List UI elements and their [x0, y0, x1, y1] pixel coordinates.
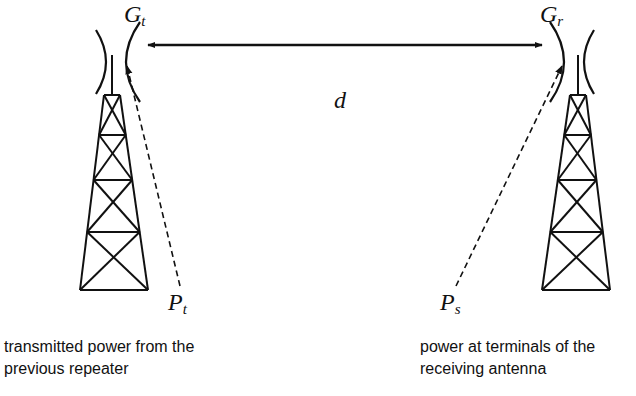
tower-strut — [87, 180, 132, 232]
antenna-mast — [111, 55, 113, 95]
dish-antenna — [584, 30, 594, 94]
tower-strut — [99, 134, 126, 136]
tower-strut — [94, 180, 140, 232]
tower-strut — [558, 135, 591, 180]
distance-symbol: d — [334, 86, 346, 115]
power-symbol: Ps — [440, 288, 461, 318]
tower-strut — [87, 231, 140, 233]
dish-antenna — [550, 22, 564, 102]
tower-strut — [80, 232, 140, 290]
caption-text: transmitted power from the previous repe… — [4, 336, 204, 379]
tower-strut — [586, 95, 610, 290]
tower-strut — [120, 95, 148, 290]
tower-strut — [542, 95, 570, 290]
tower-strut — [550, 231, 603, 233]
power-symbol: Pt — [168, 288, 187, 318]
tower-strut — [570, 95, 591, 135]
tower-strut — [558, 180, 603, 232]
power-arrow — [127, 66, 180, 286]
antenna-mast — [577, 55, 579, 95]
gain-symbol: Gt — [124, 0, 146, 30]
tower-strut — [94, 179, 133, 181]
tower-strut — [87, 232, 148, 290]
tower-strut — [99, 135, 132, 180]
tower — [80, 95, 610, 290]
power-arrow — [456, 66, 562, 286]
tower-strut — [550, 180, 596, 232]
tower-strut — [94, 135, 126, 180]
tower-strut — [564, 95, 586, 135]
dish-antenna — [96, 30, 106, 94]
tower-strut — [542, 232, 603, 290]
tower-strut — [564, 135, 596, 180]
tower-strut — [80, 95, 104, 290]
tower-strut — [550, 232, 610, 290]
tower-strut — [80, 289, 148, 291]
gain-symbol: Gr — [540, 0, 563, 30]
tower-strut — [564, 134, 591, 136]
tower-strut — [542, 289, 610, 291]
tower-strut — [99, 95, 120, 135]
tower-strut — [558, 179, 597, 181]
caption-text: power at terminals of the receiving ante… — [420, 336, 620, 379]
distance-arrow — [148, 44, 542, 47]
tower-strut — [104, 95, 126, 135]
